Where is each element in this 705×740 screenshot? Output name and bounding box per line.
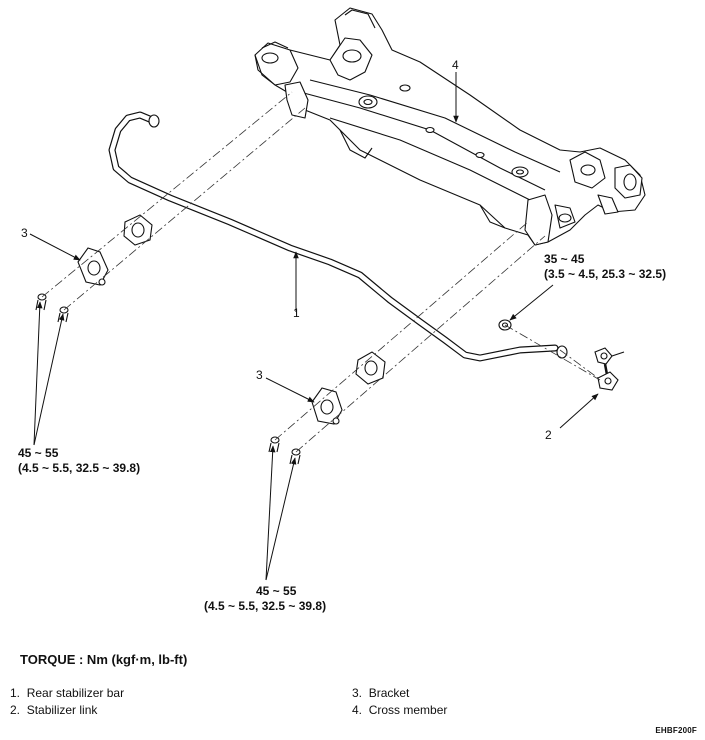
torque-link-range: 35 ~ 45 <box>544 252 585 266</box>
callout-leaders <box>29 72 599 581</box>
alignment-lines <box>41 91 601 453</box>
torque-left-conv: (4.5 ~ 5.5, 32.5 ~ 39.8) <box>18 461 141 475</box>
legend-item: 4. Cross member <box>352 703 448 717</box>
right-bushing-bracket <box>268 351 386 465</box>
torque-left: 45 ~ 55 (4.5 ~ 5.5, 32.5 ~ 39.8) <box>18 446 140 476</box>
legend-right: 3. Bracket 4. Cross member <box>352 685 447 719</box>
figure-code: EHBF200F <box>655 726 697 735</box>
torque-unit-heading: TORQUE : Nm (kgf·m, lb-ft) <box>20 652 188 667</box>
callout-2: 2 <box>545 428 552 442</box>
left-bushing-bracket <box>35 214 153 323</box>
torque-bottom: 45 ~ 55 (4.5 ~ 5.5, 32.5 ~ 39.8) <box>204 584 326 614</box>
callout-1: 1 <box>293 306 300 320</box>
legend-item: 2. Stabilizer link <box>10 703 98 717</box>
torque-bottom-range: 45 ~ 55 <box>256 584 297 598</box>
cross-member <box>254 7 646 246</box>
legend-item: 3. Bracket <box>352 686 410 700</box>
torque-link-conv: (3.5 ~ 4.5, 25.3 ~ 32.5) <box>544 267 667 281</box>
rear-stabilizer-bar <box>108 111 568 362</box>
callout-4: 4 <box>452 58 459 72</box>
stabilizer-link <box>498 319 625 391</box>
torque-bottom-conv: (4.5 ~ 5.5, 32.5 ~ 39.8) <box>204 599 327 613</box>
exploded-view-diagram <box>29 7 646 581</box>
legend-item: 1. Rear stabilizer bar <box>10 686 125 700</box>
legend-left: 1. Rear stabilizer bar 2. Stabilizer lin… <box>10 685 124 719</box>
torque-link: 35 ~ 45 (3.5 ~ 4.5, 25.3 ~ 32.5) <box>544 252 666 282</box>
torque-left-range: 45 ~ 55 <box>18 446 59 460</box>
callout-3-left: 3 <box>21 226 28 240</box>
callout-3-right: 3 <box>256 368 263 382</box>
